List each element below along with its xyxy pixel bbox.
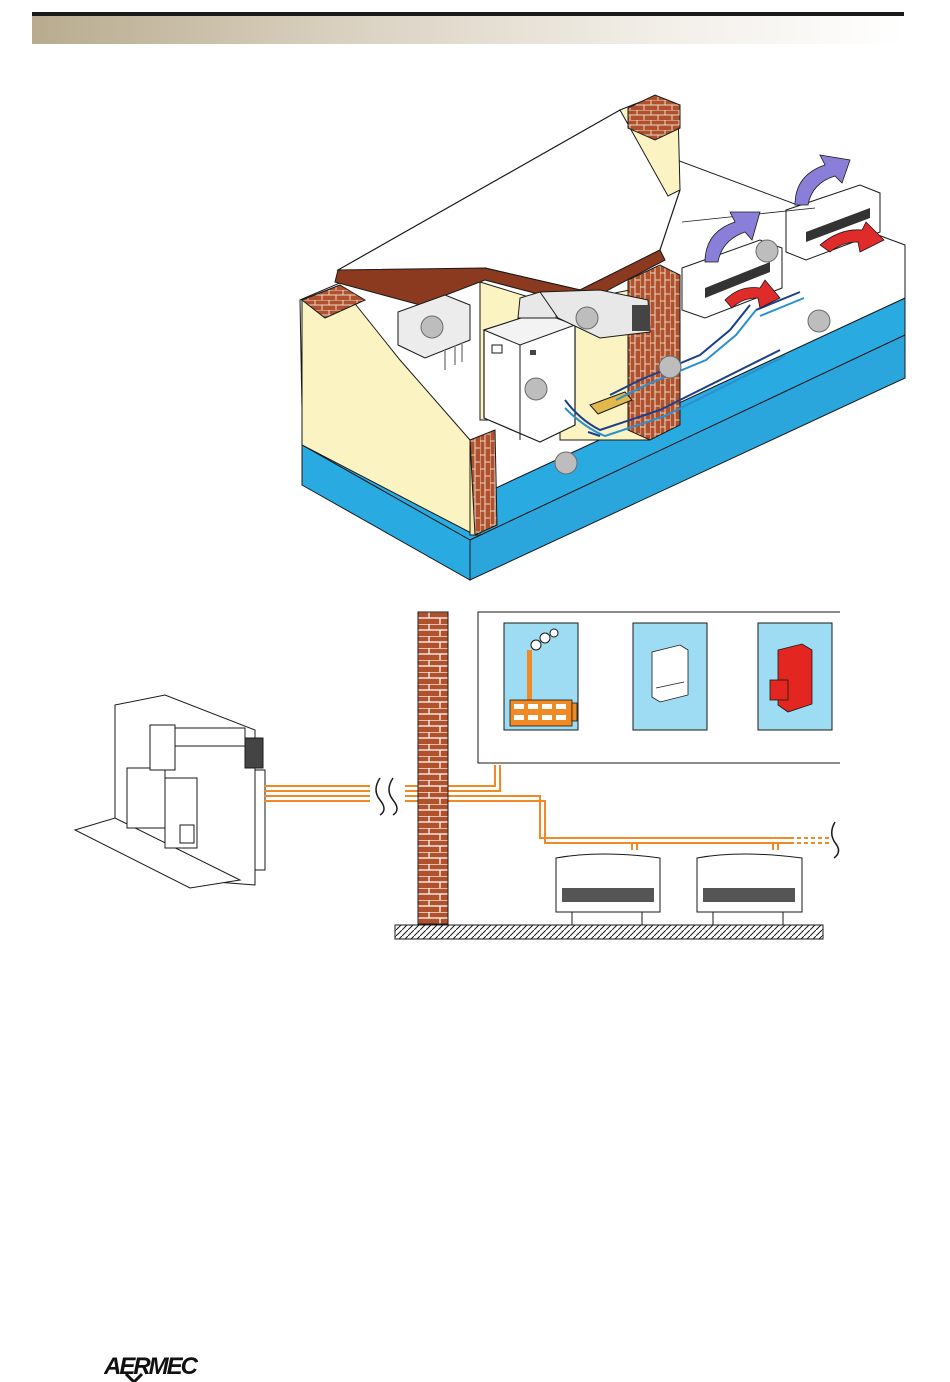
marker-heat-pump [525,378,547,400]
floor-boiler-icon [758,623,832,730]
marker-room [555,452,577,474]
pipe-break-symbol-right [832,822,839,858]
supply-pipes [264,765,830,850]
ground [395,925,823,939]
marker-duct [576,307,598,329]
marker-fan-coil [756,240,778,262]
brick-wall [418,612,448,924]
svg-text:AERMEC: AERMEC [104,1353,199,1380]
district-heating-icon [504,623,578,730]
pipe-break-symbol [376,778,397,815]
house-cutaway-diagram [290,90,910,590]
brick-wall-front [470,430,497,535]
header-band [32,16,904,44]
marker-pipes [659,356,681,378]
brick-wall-center [628,265,680,440]
marker-boiler [421,316,443,338]
roof [335,98,680,305]
wall-boiler-icon [633,623,707,730]
fan-coil-unit-2 [697,854,802,925]
marker-floor [808,310,830,332]
heat-pump-room-icon [75,695,265,888]
aermec-logo: AERMEC [104,1352,204,1382]
installation-schematic [60,605,840,950]
fan-coil-unit-1 [556,854,660,925]
